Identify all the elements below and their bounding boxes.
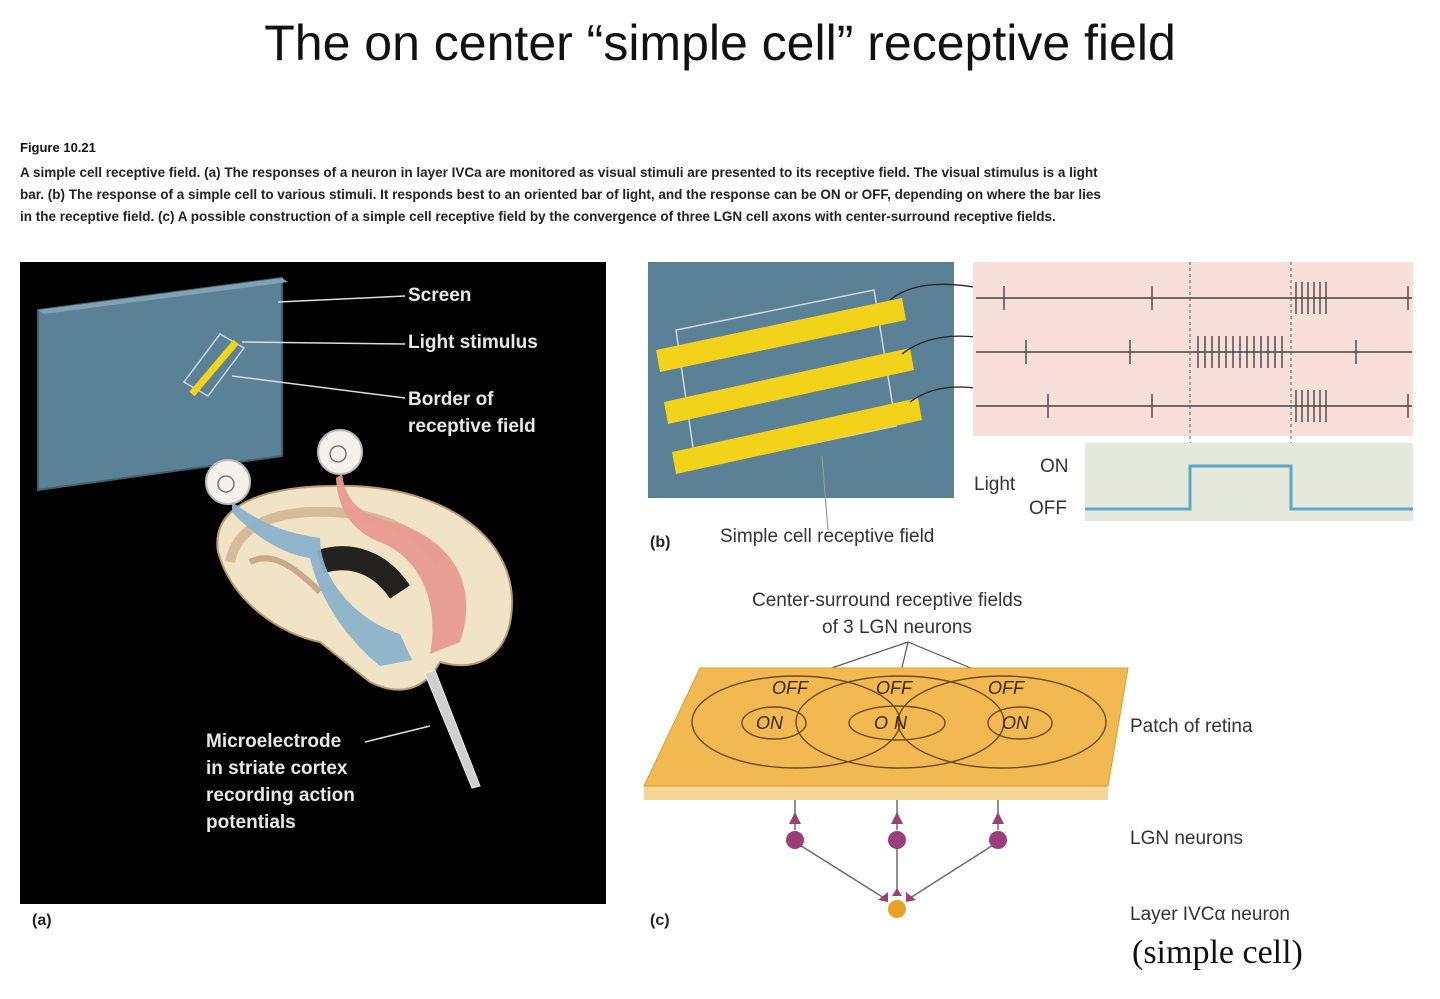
light-trace-panel (1085, 443, 1413, 521)
simple-cell-neuron (888, 900, 906, 918)
off-label-3: OFF (988, 678, 1024, 698)
figure-caption: A simple cell receptive field. (a) The r… (20, 165, 1101, 224)
off-label-2: OFF (876, 678, 912, 698)
label-electrode-line4: potentials (206, 812, 296, 833)
visual-pathway-red (336, 474, 467, 654)
label-center-surround-line1: Center-surround receptive fields (752, 590, 1023, 611)
lgn-neuron-3 (989, 831, 1007, 849)
visual-pathway-blue (232, 502, 412, 666)
panel-c-tag: (c) (650, 912, 670, 929)
right-eye (317, 429, 363, 475)
light-on-off-trace (1085, 464, 1413, 511)
on-label-1: ON (756, 713, 783, 733)
label-electrode-line2: in striate cortex (206, 758, 348, 779)
label-electrode-line3: recording action (206, 785, 355, 806)
label-screen: Screen (408, 285, 472, 306)
panel-a-illustration: Screen Light stimulus Border of receptiv… (20, 262, 606, 904)
microelectrode (424, 669, 481, 789)
label-electrode-line1: Microelectrode (206, 731, 342, 752)
label-off: OFF (1029, 498, 1067, 519)
lgn-neuron-1 (786, 831, 804, 849)
receptive-field-border (182, 333, 246, 397)
off-label-1: OFF (772, 678, 808, 698)
rf-stimulus-panel (648, 262, 954, 498)
retina-patch-edge (644, 786, 1108, 800)
label-simple-cell: (simple cell) (1132, 934, 1303, 971)
lgn-neuron-2 (888, 831, 906, 849)
label-patch-of-retina: Patch of retina (1130, 716, 1253, 737)
label-center-surround-line2: of 3 LGN neurons (822, 617, 972, 638)
figure-number: Figure 10.21 (20, 140, 96, 155)
label-lgn-neurons: LGN neurons (1130, 828, 1244, 849)
label-simple-cell-rf: Simple cell receptive field (720, 526, 935, 547)
on-label-3: ON (1002, 713, 1029, 733)
light-bar-bottom (672, 398, 922, 474)
rf-outline (675, 289, 897, 469)
projection-screen (37, 276, 283, 492)
label-layer-ivc-neuron: Layer IVCα neuron (1130, 904, 1290, 925)
panel-a-drawing (37, 276, 514, 789)
label-light-stimulus: Light stimulus (408, 332, 538, 353)
spike-trace-panel (973, 262, 1413, 436)
panel-b-tag: (b) (650, 534, 671, 551)
label-border-line2: receptive field (408, 416, 536, 437)
left-eye (205, 459, 251, 505)
light-bar-top (656, 298, 906, 372)
label-on: ON (1040, 456, 1069, 477)
page-title: The on center “simple cell” receptive fi… (264, 15, 1176, 71)
light-bar-middle (664, 348, 914, 424)
panel-a-tag: (a) (32, 912, 52, 929)
label-light: Light (974, 474, 1016, 495)
on-label-2: ON (874, 713, 913, 733)
light-stimulus-bar (189, 339, 239, 397)
label-border-line1: Border of (408, 389, 494, 410)
